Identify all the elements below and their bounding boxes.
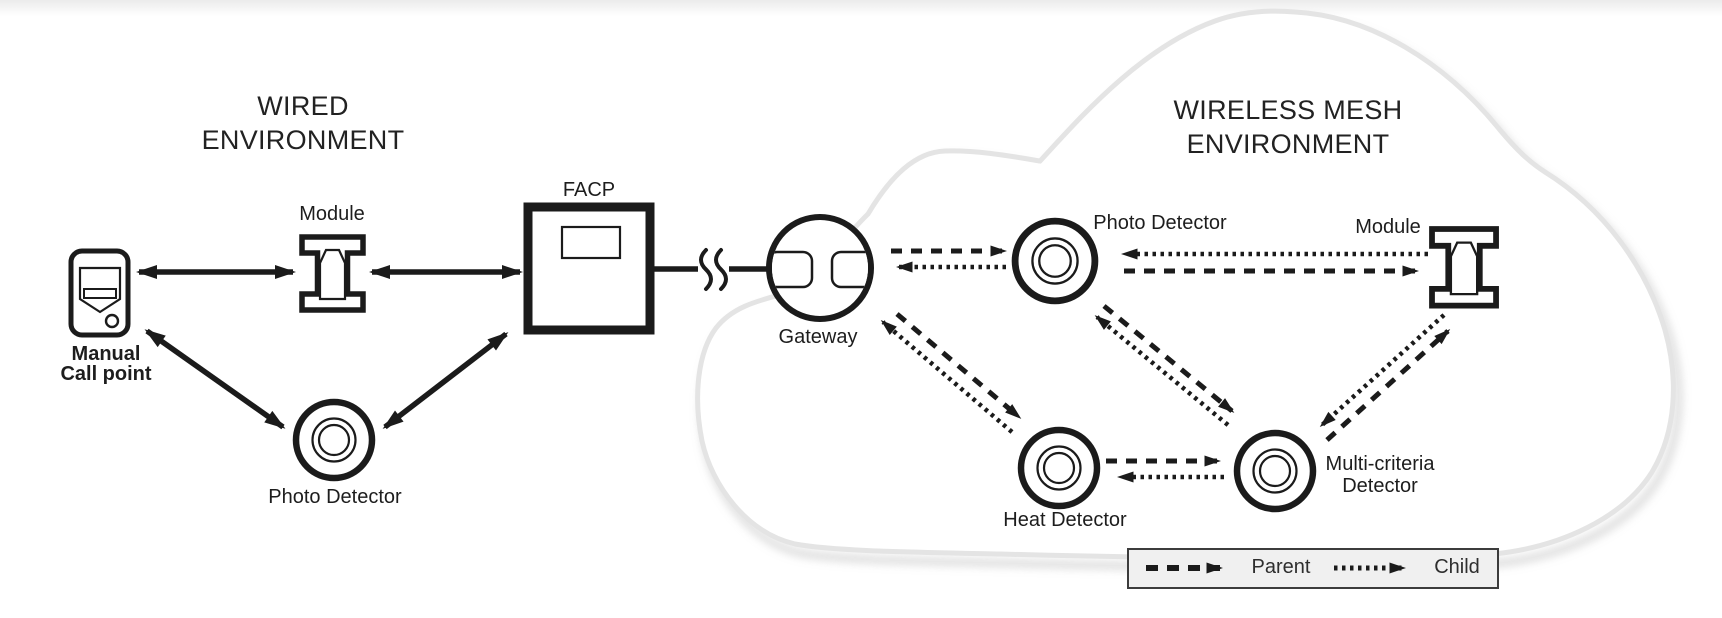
legend-parent-label: Parent bbox=[1251, 556, 1311, 578]
legend-child-label: Child bbox=[1434, 556, 1480, 578]
manual-call-point-label: Manual Call point bbox=[60, 344, 151, 384]
module-wired-icon bbox=[302, 237, 363, 310]
child-arrow-module-to-multi bbox=[1319, 313, 1446, 428]
manual-label-line1: Manual bbox=[71, 343, 141, 365]
parent-arrow-photo-to-multi bbox=[1102, 304, 1235, 413]
gateway-label: Gateway bbox=[778, 326, 858, 348]
wireless-mesh-environment-title: WIRELESS MESH ENVIRONMENT bbox=[1174, 93, 1403, 161]
facp-label: FACP bbox=[562, 179, 616, 201]
manual-call-point-icon bbox=[68, 248, 131, 338]
wired-environment-title: WIRED ENVIRONMENT bbox=[202, 89, 405, 157]
parent-arrow-gateway-to-heat bbox=[895, 312, 1022, 419]
wireless-title-line1: WIRELESS MESH bbox=[1173, 95, 1403, 125]
wired-title-line2: ENVIRONMENT bbox=[201, 125, 405, 155]
cloud-outline bbox=[695, 8, 1676, 561]
photo-detector-wireless-label: Photo Detector bbox=[1093, 212, 1227, 234]
multi-criteria-detector-icon bbox=[1237, 433, 1313, 509]
photo-detector-wired-label: Photo Detector bbox=[268, 486, 402, 508]
multi-label-line2: Detector bbox=[1342, 475, 1418, 497]
photo-detector-wired-icon bbox=[296, 402, 372, 478]
mesh-links bbox=[880, 245, 1451, 483]
multi-criteria-detector-label: Multi-criteria Detector bbox=[1326, 453, 1435, 497]
wireless-cloud bbox=[695, 8, 1682, 571]
wired-title-line1: WIRED bbox=[257, 91, 349, 121]
gateway-icon bbox=[766, 214, 874, 322]
line-break-squiggle bbox=[699, 248, 728, 291]
wired-links bbox=[136, 265, 772, 430]
facp-icon bbox=[523, 202, 655, 335]
link-photo-facp bbox=[382, 331, 509, 430]
photo-detector-wireless-icon bbox=[1015, 221, 1095, 301]
wireless-title-line2: ENVIRONMENT bbox=[1186, 129, 1390, 159]
module-wireless-label: Module bbox=[1355, 216, 1421, 238]
heat-detector-label: Heat Detector bbox=[1003, 509, 1127, 531]
manual-label-line2: Call point bbox=[60, 363, 152, 385]
module-wired-label: Module bbox=[299, 203, 365, 225]
link-manual-photo bbox=[144, 328, 286, 430]
heat-detector-icon bbox=[1021, 430, 1097, 506]
parent-arrow-multi-to-module bbox=[1325, 328, 1451, 442]
multi-label-line1: Multi-criteria bbox=[1325, 453, 1435, 475]
legend bbox=[1127, 548, 1499, 589]
